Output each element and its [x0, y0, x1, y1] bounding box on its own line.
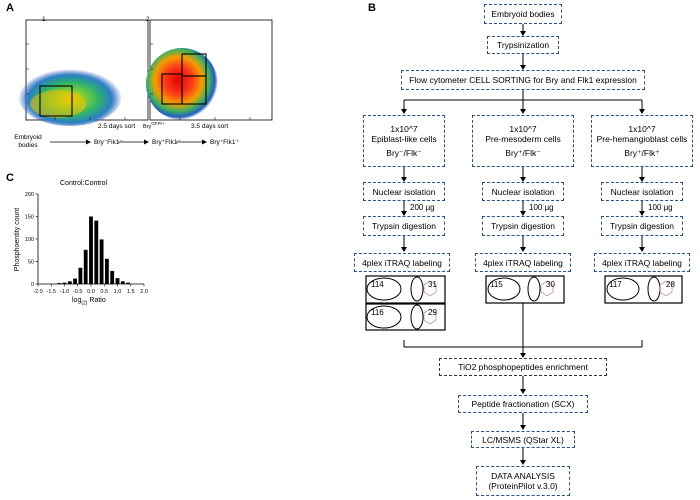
- branch1-marker: Bry⁻/Flk⁻: [386, 148, 422, 158]
- histogram: -2.0 -1.5 -1.0 -0.5 0.0 0.5 1.0 1.5 2.0 0 50 100 15…: [25, 192, 148, 295]
- x-tick-label: -0.5: [73, 289, 82, 295]
- branch1-count: 1x10^7: [390, 124, 418, 134]
- x-tick-label: 0.0: [87, 289, 95, 295]
- branch1-nuclear-box: Nuclear isolation: [363, 182, 445, 201]
- x-tick-label: 1.5: [127, 289, 135, 295]
- workflow-start: Embryoid bodies: [14, 134, 42, 149]
- panel-b-letter: B: [368, 2, 376, 14]
- branch3-cells-box: 1x10^7 Pre-hemangioblast cells Bry⁺/Flk⁺: [591, 115, 693, 167]
- workflow-step2: Bry⁺Flk1⁻: [152, 139, 181, 146]
- reagent-116-29: [365, 303, 446, 331]
- y-tick-label: 150: [25, 215, 34, 221]
- y-tick-label: 200: [25, 192, 34, 198]
- cell-sorting-box: Flow cytometer CELL SORTING for Bry and …: [401, 70, 645, 90]
- histogram-title: Control:Control: [60, 180, 108, 187]
- branch2-count: 1x10^7: [509, 124, 537, 134]
- histogram-bar: [73, 278, 78, 284]
- branch3-count: 1x10^7: [628, 124, 656, 134]
- branch2-amount: 100 µg: [529, 203, 554, 212]
- lcms-box: LC/MSMS (QStar XL): [471, 431, 575, 448]
- x-tick-label: 1.0: [114, 289, 122, 295]
- histogram-bar: [110, 270, 115, 284]
- plot1-gate: [39, 85, 73, 117]
- branch1-itraq-box: 4plex iTRAQ labeling: [354, 253, 450, 272]
- branch3-amount: 100 µg: [648, 203, 673, 212]
- histogram-bar: [57, 283, 62, 284]
- tag-114: 114: [371, 280, 384, 289]
- branch1-name: Epiblast-like cells: [371, 134, 437, 144]
- branch2-marker: Bry⁺/Flk⁻: [505, 148, 541, 158]
- workflow-step1: Bry⁻Flk1⁻: [94, 139, 123, 146]
- y-tick-label: 100: [25, 237, 34, 243]
- histogram-xlabel: log(2) Ratio: [72, 297, 106, 307]
- histogram-bar: [78, 267, 83, 284]
- reagent-115-30: [485, 275, 565, 304]
- branch3-name: Pre-hemangioblast cells: [596, 134, 688, 144]
- plot1-number: 1: [42, 16, 46, 23]
- branch2-trypsin-box: Trypsin digestion: [482, 216, 564, 236]
- panel-a-letter: A: [6, 2, 14, 14]
- y-tick-label: 0: [31, 282, 34, 288]
- branch2-cells-box: 1x10^7 Pre-mesoderm cells Bry⁺/Flk⁻: [472, 115, 574, 167]
- histogram-bar: [115, 278, 120, 284]
- data-analysis-title: DATA ANALYSIS: [491, 471, 555, 481]
- x-tick-label: -1.5: [47, 289, 56, 295]
- histogram-bar: [83, 249, 88, 284]
- branch2-itraq-box: 4plex iTRAQ labeling: [475, 253, 571, 272]
- tag-115: 115: [490, 280, 503, 289]
- sort1-label: 2.5 days sort: [98, 123, 136, 130]
- bry-gfp-label: BryGFP/+: [143, 121, 165, 130]
- branch2-name: Pre-mesoderm cells: [485, 134, 561, 144]
- branch3-nuclear-box: Nuclear isolation: [601, 182, 683, 201]
- plot2-gate-bottom: [181, 75, 207, 105]
- branch1-amount: 200 µg: [410, 203, 435, 212]
- x-tick-label: -2.0: [33, 289, 42, 295]
- branch2-nuclear-box: Nuclear isolation: [482, 182, 564, 201]
- histogram-bar: [126, 282, 131, 284]
- histogram-bar: [94, 220, 99, 284]
- tag-30: 30: [546, 280, 555, 289]
- branch3-trypsin-box: Trypsin digestion: [601, 216, 683, 236]
- histogram-bar: [120, 281, 125, 284]
- histogram-bar: [99, 239, 104, 284]
- tag-28: 28: [666, 280, 675, 289]
- branch3-marker: Bry⁺/Flk⁺: [624, 148, 660, 158]
- histogram-bar: [67, 281, 72, 284]
- tag-29: 29: [428, 308, 437, 317]
- data-analysis-box: DATA ANALYSIS (ProteinPilot v.3.0): [476, 466, 570, 496]
- branch1-cells-box: 1x10^7 Epiblast-like cells Bry⁻/Flk⁻: [363, 115, 445, 167]
- workflow-step3: Bry⁺Flk1⁺: [210, 139, 239, 146]
- histogram-bar: [104, 258, 109, 284]
- tag-31: 31: [428, 280, 437, 289]
- scx-fractionation-box: Peptide fractionation (SCX): [458, 395, 588, 413]
- x-tick-label: -1.0: [60, 289, 69, 295]
- panel-c-letter: C: [6, 172, 14, 184]
- y-tick-label: 50: [28, 260, 34, 266]
- reagent-114-31: [365, 275, 446, 304]
- tio2-enrichment-box: TiO2 phosphopeptides enrichment: [439, 358, 607, 376]
- flow-cytometry-plots: [18, 19, 273, 145]
- branch1-trypsin-box: Trypsin digestion: [363, 216, 445, 236]
- reagent-117-28: [604, 275, 683, 304]
- branch3-itraq-box: 4plex iTRAQ labeling: [594, 253, 690, 272]
- embryoid-bodies-box: Embryoid bodies: [484, 4, 562, 24]
- histogram-bar: [89, 216, 93, 284]
- trypsinization-box: Trypsinization: [487, 36, 559, 54]
- x-tick-label: 0.5: [100, 289, 108, 295]
- histogram-bar: [62, 282, 67, 284]
- sort2-label: 3.5 days sort: [191, 123, 229, 130]
- x-tick-label: 2.0: [140, 289, 148, 295]
- plot2-number: 2: [146, 16, 150, 23]
- data-analysis-software: (ProteinPilot v.3.0): [488, 481, 558, 491]
- tag-117: 117: [609, 280, 622, 289]
- tag-116: 116: [371, 308, 384, 317]
